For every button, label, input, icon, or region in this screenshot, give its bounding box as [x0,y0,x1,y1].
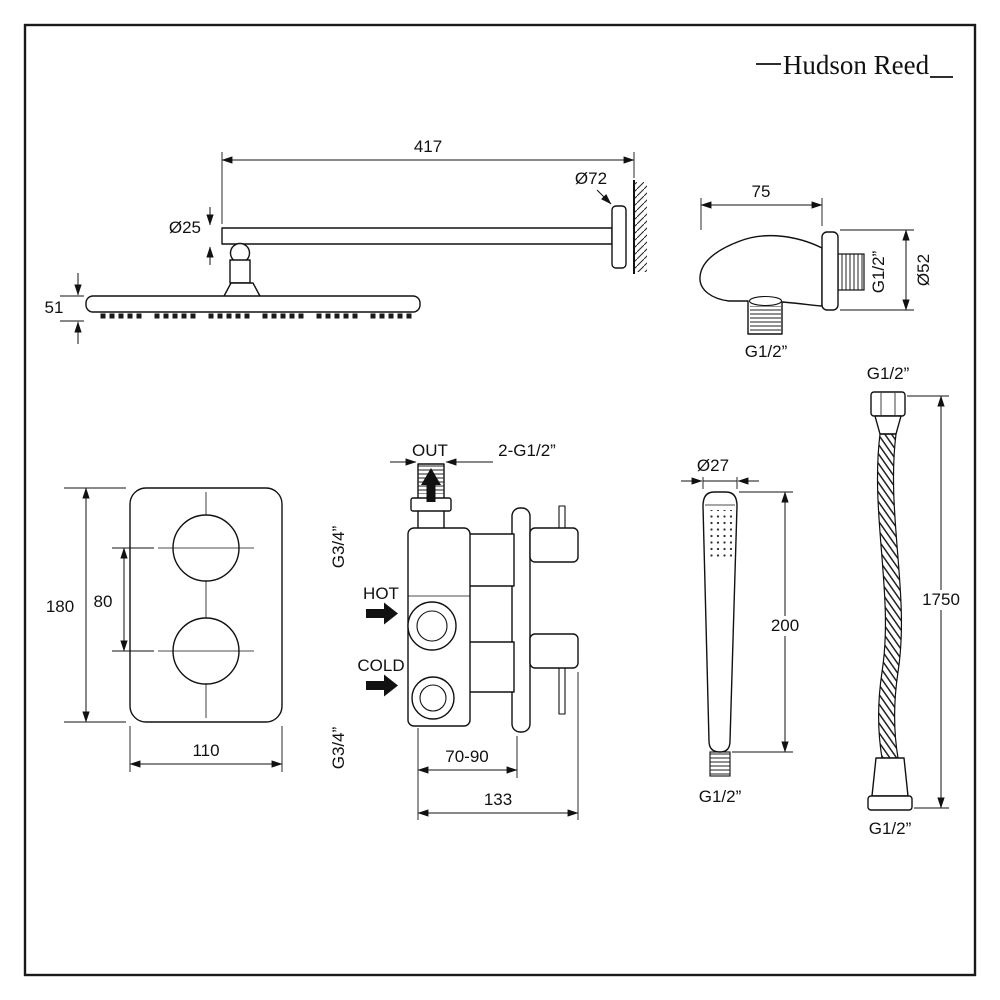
hose-top-nut [870,391,906,417]
wall-hatching [634,182,647,272]
valve-backplate [511,507,531,733]
hot-flow-arrow [366,602,398,625]
hot-inlet-union-inner [416,610,448,642]
outlet-thread-label: 2-G1/2” [498,441,556,460]
outlet-elbow-drawing: 75 G1/2” Ø52 G1/2” [699,182,933,361]
bottom-inlet-thread-label: G3/4” [329,726,348,769]
valve-front-drawing: 180 80 110 [46,487,283,772]
dim-arm-length-417: 417 [221,137,635,224]
handset-thread-stub [709,751,731,777]
flow-out-arrow [421,468,441,502]
cold-label: COLD [357,656,404,675]
dim-head-thickness-51: 51 [45,273,84,344]
head-connector [229,259,251,284]
cold-inlet-union-inner [419,684,447,712]
dim-arm-diameter-label: Ø25 [169,218,201,237]
elbow-outlet-thread-label: G1/2” [745,342,788,361]
dim-total-depth-133: 133 [417,672,579,820]
dim-handset-diameter-label: Ø27 [697,456,729,475]
dim-valve-width-110: 110 [129,726,283,772]
dim-arm-diameter: Ø25 [169,207,214,265]
elbow-wall-flange [821,231,839,311]
handset-spray-face [710,510,732,560]
hose-bottom-nut [867,795,913,811]
hose-bottom-cone [871,757,909,797]
dim-valve-height-label: 180 [46,597,74,616]
dim-hose-length-1750: 1750 [907,395,962,809]
dim-recess-depth-label: 70-90 [445,747,488,766]
handset-drawing: Ø27 200 G1/2” [681,456,806,806]
elbow-outlet-boss [748,295,783,307]
brand-name: Hudson Reed [783,50,930,80]
shower-arm [221,227,613,245]
elbow-body [699,234,823,335]
dim-total-depth-label: 133 [484,790,512,809]
out-label: OUT [412,441,448,460]
arm-wall-flange [611,205,627,269]
hose-top-thread-label: G1/2” [867,364,910,383]
brand-logo: Hudson Reed [756,50,953,80]
dim-head-thickness-label: 51 [45,298,64,317]
valve-top-cartridge [465,533,515,587]
dim-elbow-depth-label: 75 [752,182,771,201]
elbow-outlet-thread [750,306,781,332]
dim-hose-length-label: 1750 [922,590,960,609]
valve-top-handle [529,527,579,563]
dim-elbow-flange-diameter-label: Ø52 [914,254,933,286]
handset-thread-label: G1/2” [699,787,742,806]
dim-flange-diameter-label: Ø72 [575,169,607,188]
dim-arm-length-label: 417 [414,137,442,156]
hose-bottom-thread-label: G1/2” [869,819,912,838]
valve-side-drawing: OUT 2-G1/2” G3/4” G3/4” HOT COLD 70-90 1… [329,441,579,820]
hot-label: HOT [363,584,399,603]
hose-drawing: G1/2” G1/2” 1750 [867,364,962,838]
cold-flow-arrow [366,674,398,697]
dim-valve-width-label: 110 [192,741,219,760]
elbow-wall-thread-label: G1/2” [869,250,888,293]
rain-head-nozzles [98,312,412,320]
dim-recess-depth-70-90: 70-90 [417,728,518,820]
dim-knob-spacing-label: 80 [94,592,113,611]
dim-knob-spacing-80: 80 [94,547,154,652]
dim-valve-height-180: 180 [46,487,126,723]
dim-handset-length-label: 200 [771,616,799,635]
rain-head-drawing: 417 Ø72 Ø25 51 [45,137,647,344]
valve-bottom-handle [529,633,579,669]
valve-bottom-handle-lever [558,667,566,715]
rain-head-panel [85,295,421,313]
dim-wall-flange-diameter: Ø72 [575,169,612,205]
hose-flexible-tube [876,433,903,759]
dim-elbow-depth-75: 75 [700,182,823,230]
valve-bottom-cartridge [465,641,515,693]
dim-handset-diameter-27: Ø27 [681,456,759,489]
dim-handset-length-200: 200 [732,491,806,753]
hose-top-collar [874,415,902,435]
dim-elbow-flange-diameter-52: Ø52 [840,229,933,311]
elbow-wall-thread-stub [837,253,865,291]
top-inlet-thread-label: G3/4” [329,525,348,568]
page-border [23,23,977,977]
valve-top-handle-lever [558,505,566,531]
